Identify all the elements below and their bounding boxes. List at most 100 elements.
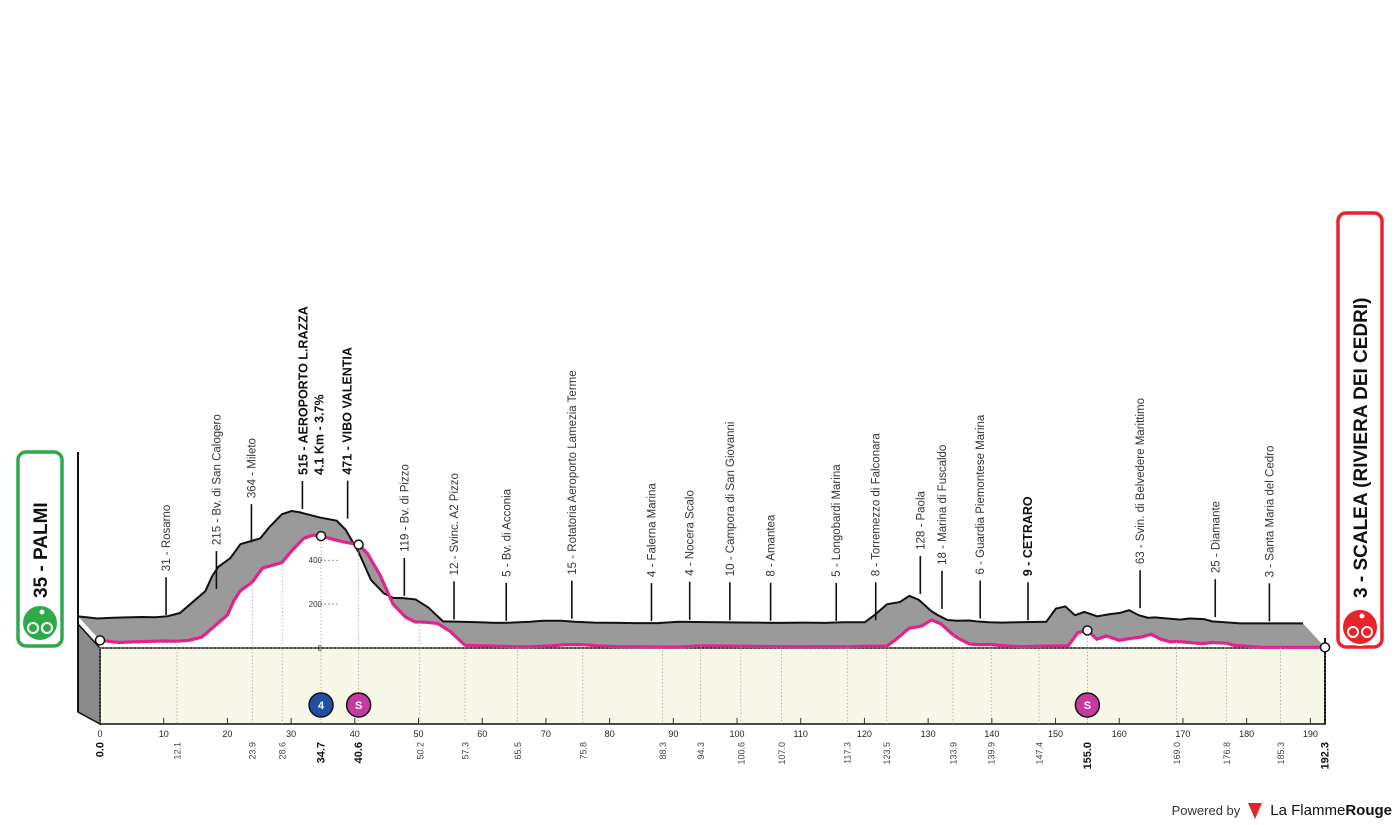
finish-label: 3 - SCALEA (RIVIERA DEI CEDRI) [1351, 297, 1372, 598]
waypoint-label: 4 - Nocera Scalo [685, 490, 697, 576]
km-mark-label: 28.6 [278, 742, 288, 760]
route-profile-line [99, 533, 1325, 649]
km-tick-label: 50 [414, 729, 424, 739]
brand-name: La FlammeRouge [1270, 802, 1392, 819]
cyclist-finish-icon [1341, 608, 1379, 646]
km-tick-label: 90 [668, 729, 678, 739]
marker-badge-text: S [355, 700, 362, 712]
km-mark-label: 94.3 [696, 742, 706, 760]
waypoint-label: 128 - Paola [915, 490, 927, 549]
finish-dot [1319, 642, 1331, 653]
climb-label: 4.1 Km - 3.7% [312, 394, 326, 475]
km-mark-label: 57.3 [461, 742, 471, 760]
waypoint-label: 6 - Guardia Piemontese Marina [975, 414, 987, 574]
waypoint-label: 8 - Torremezzo di Falconara [871, 433, 883, 577]
altitude-tick-label: 200 [309, 600, 323, 609]
base-layer [77, 452, 1326, 726]
markers-layer: 4 S S [94, 530, 1331, 718]
km-tick-label: 170 [1175, 729, 1190, 739]
km-tick-label: 100 [730, 729, 745, 739]
powered-by-footer: Powered by La FlammeRouge [1172, 802, 1392, 819]
waypoint-label: 364 - Mileto [246, 438, 258, 498]
cyclist-wheel-icon [1347, 626, 1359, 638]
sprint-badge-icon [1074, 692, 1101, 718]
km-mark-label: 139.9 [987, 742, 997, 765]
waypoint-label: 25 - Diamante [1210, 501, 1222, 573]
marker-badge-text: S [1084, 700, 1091, 712]
start-finish-layer: 35 - PALMI 3 - SCALEA (RIVIERA DEI CEDRI) [16, 211, 1384, 649]
cyclist-wheel-icon [1361, 626, 1373, 638]
marker-dot [353, 539, 364, 550]
km-mark-label: 123.5 [882, 742, 892, 765]
terrain-layer [77, 509, 1325, 648]
km-mark-label: 12.1 [173, 742, 183, 760]
climb-label: 515 - AEROPORTO L.RAZZA [296, 306, 310, 475]
km-mark-label: 40.6 [353, 742, 365, 763]
cyclist-start-icon [21, 604, 59, 642]
km-tick-label: 60 [477, 729, 487, 739]
altitude-tick-label: 400 [309, 556, 323, 565]
km-tick-label: 10 [159, 729, 169, 739]
waypoint-label: 5 - Bv. di Acconia [501, 488, 513, 577]
altitude-tick-label: 0 [318, 644, 323, 653]
waypoint-label: 31 - Rosarno [161, 505, 173, 571]
profile-base-plinth [99, 647, 1326, 725]
km-mark-label: 107.0 [777, 742, 787, 765]
km-tick-label: 30 [286, 729, 296, 739]
waypoint-label: 8 - Amantea [766, 514, 778, 577]
cyclist-head-icon [39, 609, 45, 615]
waypoint-label: 119 - Bv. di Pizzo [399, 464, 411, 552]
km-mark-label: 34.7 [316, 742, 328, 763]
waypoint-label: 12 - Svinc. A2 Pizzo [449, 473, 461, 575]
powered-by-text: Powered by [1171, 803, 1241, 818]
km-tick-label: 150 [1048, 729, 1063, 739]
km-mark-label: 23.9 [248, 742, 258, 760]
km-mark-label: 176.8 [1222, 742, 1232, 765]
finish-frame [1336, 211, 1384, 649]
cyclist-wheel-icon [41, 622, 53, 634]
marker-dot [315, 530, 327, 542]
route-layer [99, 533, 1325, 649]
km-tick-label: 110 [794, 729, 808, 739]
km-mark-label: 133.9 [948, 742, 958, 765]
waypoint-label: 3 - Santa Maria del Cedro [1264, 446, 1276, 578]
km-tick-label: 140 [984, 729, 999, 739]
waypoint-label: 5 - Longobardi Marina [831, 464, 843, 577]
marker-dot [1082, 625, 1093, 636]
km-tick-label: 40 [350, 729, 360, 739]
start-label: 35 - PALMI [31, 502, 52, 598]
waypoint-label: 63 - Svin. di Belvedere Marittimo [1135, 398, 1147, 564]
waypoint-label: 4 - Falerna Marina [646, 483, 658, 578]
km-mark-label: 65.5 [513, 742, 523, 760]
brand-bold: Rouge [1345, 802, 1392, 819]
start-frame [16, 450, 64, 648]
km-mark-label: 169.0 [1172, 742, 1182, 765]
waypoint-label: 215 - Bv. di San Calogero [211, 414, 223, 545]
km-tick-label: 180 [1239, 729, 1254, 739]
start-dot [94, 635, 106, 646]
km-mark-label: 117.3 [843, 742, 853, 764]
waypoint-label: 10 - Campora di San Giovanni [725, 422, 737, 577]
km-mark-label: 155.0 [1082, 742, 1094, 770]
km-mark-label: 0.0 [95, 742, 107, 757]
brand-light: La Flamme [1270, 802, 1346, 819]
km-tick-label: 190 [1303, 729, 1318, 739]
km-tick-label: 120 [857, 729, 872, 739]
cyclist-wheel-icon [27, 622, 39, 634]
flame-logo-icon [1248, 802, 1263, 819]
marker-badge-text: 4 [318, 700, 325, 712]
km-mark-label: 192.3 [1320, 742, 1332, 770]
km-mark-label: 185.3 [1276, 742, 1286, 765]
km-tick-label: 160 [1112, 729, 1127, 739]
terrain-ridge-line [77, 509, 1303, 625]
sprint-badge-icon [345, 692, 372, 718]
waypoint-label: 15 - Rotatoria Aeroporto Lamezia Terme [567, 370, 579, 574]
km-mark-label: 147.4 [1034, 742, 1044, 765]
km-tick-label: 70 [541, 729, 551, 739]
waypoint-label: 9 - CETRARO [1021, 496, 1035, 576]
km-mark-label: 75.8 [578, 742, 588, 760]
km-tick-label: 80 [605, 729, 615, 739]
waypoint-label: 471 - VIBO VALENTIA [341, 347, 355, 475]
